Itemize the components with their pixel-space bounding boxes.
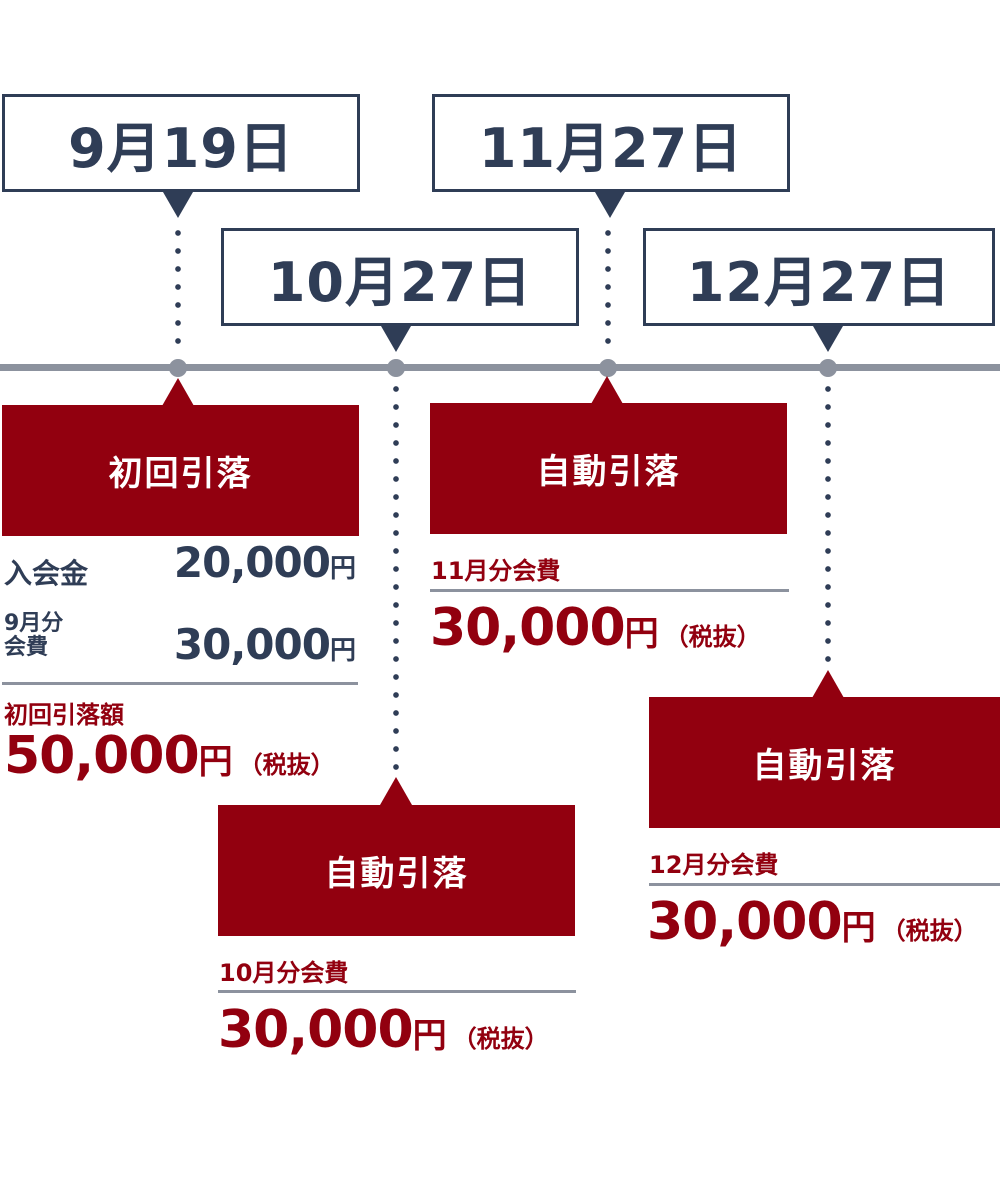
pointer-down-icon bbox=[163, 192, 193, 218]
date-label: 9月19日 bbox=[68, 116, 294, 180]
initial-total-label: 初回引落額 bbox=[4, 701, 124, 729]
initial-withdrawal-title: 初回引落 bbox=[108, 454, 253, 494]
nov-fee-amount: 30,000円（税抜） bbox=[430, 598, 761, 658]
timeline-node bbox=[169, 359, 187, 377]
entry-fee-label: 入会金 bbox=[4, 557, 89, 590]
divider bbox=[2, 682, 358, 685]
auto-withdrawal-title: 自動引落 bbox=[536, 452, 681, 492]
dec-fee-label: 12月分会費 bbox=[649, 851, 779, 879]
divider bbox=[649, 883, 1000, 886]
timeline-node bbox=[387, 359, 405, 377]
pointer-down-icon bbox=[813, 326, 843, 352]
entry-fee-amount: 20,000円 bbox=[173, 538, 356, 587]
dotted-connector bbox=[825, 380, 831, 670]
timeline-node bbox=[819, 359, 837, 377]
oct-fee-label: 10月分会費 bbox=[219, 959, 349, 987]
pointer-up-icon bbox=[380, 777, 412, 805]
date-label: 12月27日 bbox=[686, 250, 952, 314]
nov-fee-label: 11月分会費 bbox=[431, 557, 561, 585]
timeline-node bbox=[599, 359, 617, 377]
pointer-up-icon bbox=[162, 378, 194, 406]
date-box-oct-27: 10月27日 bbox=[221, 228, 579, 326]
pointer-up-icon bbox=[591, 376, 623, 404]
pointer-up-icon bbox=[812, 670, 844, 698]
divider bbox=[218, 990, 576, 993]
dotted-connector bbox=[393, 380, 399, 770]
dotted-connector bbox=[605, 224, 611, 356]
auto-withdrawal-box-nov: 自動引落 bbox=[430, 403, 787, 534]
initial-withdrawal-box: 初回引落 bbox=[2, 405, 359, 536]
date-box-dec-27: 12月27日 bbox=[643, 228, 995, 326]
date-label: 11月27日 bbox=[478, 116, 744, 180]
auto-withdrawal-box-dec: 自動引落 bbox=[649, 697, 1000, 828]
dotted-connector bbox=[175, 224, 181, 356]
auto-withdrawal-box-oct: 自動引落 bbox=[218, 805, 575, 936]
timeline-axis bbox=[0, 364, 1000, 371]
pointer-down-icon bbox=[595, 192, 625, 218]
sep-fee-amount: 30,000円 bbox=[173, 620, 356, 669]
auto-withdrawal-title: 自動引落 bbox=[752, 746, 897, 786]
initial-total-amount: 50,000円（税抜） bbox=[4, 726, 335, 786]
divider bbox=[430, 589, 789, 592]
date-box-nov-27: 11月27日 bbox=[432, 94, 790, 192]
date-box-sep-19: 9月19日 bbox=[2, 94, 360, 192]
date-label: 10月27日 bbox=[267, 250, 533, 314]
auto-withdrawal-title: 自動引落 bbox=[324, 854, 469, 894]
oct-fee-amount: 30,000円（税抜） bbox=[218, 1000, 549, 1060]
sep-fee-label: 9月分 会費 bbox=[4, 611, 64, 660]
pointer-down-icon bbox=[381, 326, 411, 352]
dec-fee-amount: 30,000円（税抜） bbox=[647, 892, 978, 952]
